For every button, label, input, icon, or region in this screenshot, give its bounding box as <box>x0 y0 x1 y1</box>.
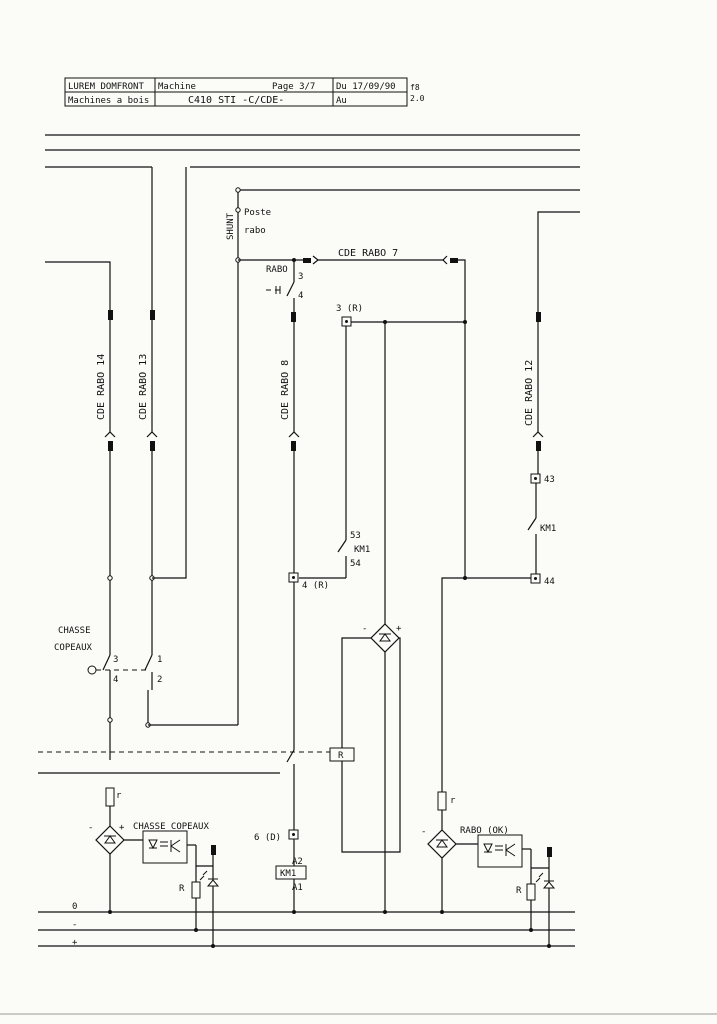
label-res-R-right: R <box>516 886 522 896</box>
label-cde-rabo-8: CDE RABO 8 <box>280 360 291 420</box>
sheet-ref: f8 <box>410 83 420 92</box>
label-rabo-switch-4: 4 <box>298 291 303 301</box>
version: 2.0 <box>410 94 425 103</box>
company-name: LUREM DOMFRONT <box>68 82 144 92</box>
sensor-chasse-copeaux: r - + CHASSE COPEAUX R <box>88 787 220 946</box>
company-subtitle: Machines a bois <box>68 96 149 106</box>
label-cc-3: 3 <box>113 655 118 665</box>
label-terminal-6d: 6 (D) <box>254 833 281 843</box>
label-left-bridge-minus: - <box>88 823 93 833</box>
label-poste: Poste <box>244 208 271 218</box>
label-coil-km1: KM1 <box>280 869 296 879</box>
label-contact-53: 53 <box>350 531 361 541</box>
wire-cde-rabo-14: CDE RABO 14 <box>45 261 116 655</box>
label-bridge-plus: + <box>396 624 402 634</box>
label-cc-4: 4 <box>113 675 118 685</box>
label-rabo-ok: RABO (OK) <box>460 826 509 836</box>
machine-name: C410 STI -C/CDE- <box>188 95 284 106</box>
label-rail-plus: + <box>72 938 78 948</box>
label-rail-0: 0 <box>72 902 77 912</box>
label-cde-rabo-7: CDE RABO 7 <box>338 248 398 259</box>
wire-cde-rabo-7: CDE RABO 7 <box>238 248 467 580</box>
sensor-rabo-ok: r - RABO (OK) R <box>421 791 556 946</box>
top-bus <box>45 134 580 191</box>
supply-rails: 0 - + <box>38 902 575 948</box>
relay-r: R <box>38 747 355 830</box>
label-cc-1: 1 <box>157 655 162 665</box>
label-left-bridge-plus: + <box>119 823 125 833</box>
date-to: Au <box>336 96 347 106</box>
label-terminal-4r: 4 (R) <box>302 581 329 591</box>
label-contact-54: 54 <box>350 559 361 569</box>
label-cde-rabo-14: CDE RABO 14 <box>96 354 107 420</box>
label-terminal-3r: 3 (R) <box>336 304 363 314</box>
label-cde-rabo-12: CDE RABO 12 <box>524 360 535 426</box>
wire-cde-rabo-12: CDE RABO 12 43 KM1 44 <box>441 211 580 792</box>
label-res-R-left: R <box>179 884 185 894</box>
label-cde-rabo-13: CDE RABO 13 <box>138 354 149 420</box>
label-copeaux: COPEAUX <box>54 643 93 653</box>
label-cc-2: 2 <box>157 675 162 685</box>
page-number: Page 3/7 <box>272 82 315 92</box>
wire-cde-rabo-8: CDE RABO 8 <box>280 312 300 573</box>
bridge-rectifier-main: - + <box>341 322 402 914</box>
label-rabo-switch: RABO <box>266 265 288 275</box>
label-rabo: rabo <box>244 226 266 236</box>
rabo-switch: RABO 3 4 <box>266 258 303 312</box>
terminal-3r-branch: 3 (R) 53 KM1 54 4 (R) <box>288 304 465 750</box>
machine-label: Machine <box>158 82 196 92</box>
label-shunt: SHUNT <box>226 212 236 240</box>
label-terminal-43: 43 <box>544 475 555 485</box>
label-relay-r: R <box>338 751 344 761</box>
label-coil-a1: A1 <box>292 883 303 893</box>
label-res-r-right: r <box>450 796 456 806</box>
km1-coil: 6 (D) A2 KM1 A1 <box>254 829 307 914</box>
title-block: LUREM DOMFRONT Machines a bois Machine P… <box>64 77 425 107</box>
label-terminal-44: 44 <box>544 577 555 587</box>
label-contact-km1: KM1 <box>354 545 370 555</box>
label-right-bridge-minus: - <box>421 827 426 837</box>
label-bridge-minus: - <box>362 624 367 634</box>
wire-cde-rabo-13: CDE RABO 13 <box>138 167 187 655</box>
label-chasse: CHASSE <box>58 626 91 636</box>
label-chasse-copeaux-sensor: CHASSE COPEAUX <box>133 822 209 832</box>
label-coil-a2: A2 <box>292 857 303 867</box>
label-rabo-switch-3: 3 <box>298 272 303 282</box>
shunt-poste-rabo: SHUNT Poste rabo <box>226 187 271 725</box>
label-km1-right: KM1 <box>540 524 556 534</box>
label-res-r-left: r <box>116 791 122 801</box>
chasse-copeaux-switch: CHASSE COPEAUX 3 4 1 2 <box>54 626 238 760</box>
date-from: Du 17/09/90 <box>336 82 396 92</box>
label-rail-minus: - <box>72 920 77 930</box>
